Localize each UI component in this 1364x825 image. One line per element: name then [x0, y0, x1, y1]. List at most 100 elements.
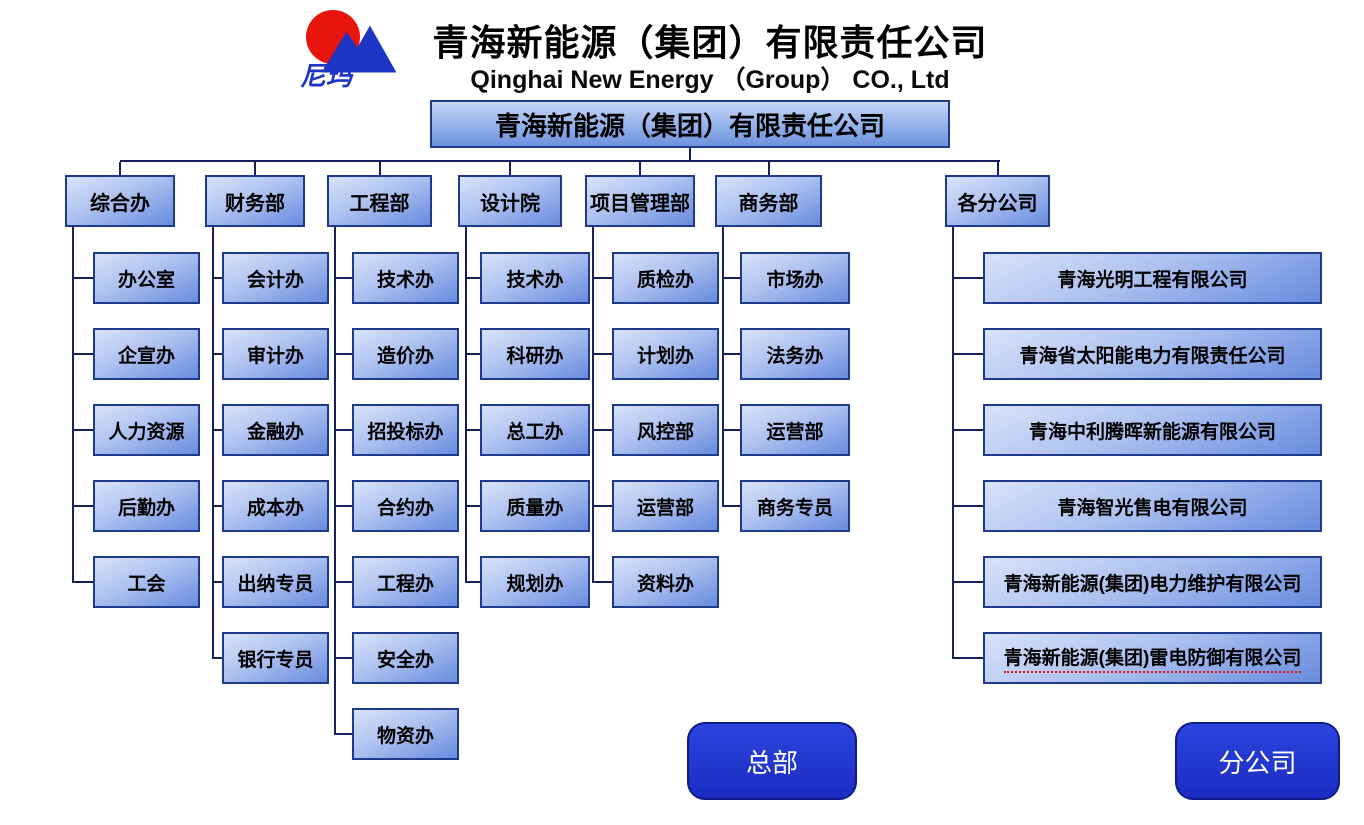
child-stub-line-6-2: [952, 429, 983, 431]
child-stub-line-3-1: [465, 353, 480, 355]
child-box-4-4-label: 资料办: [636, 573, 694, 595]
child-box-5-1: 法务办: [740, 328, 850, 380]
dept-box-1: 财务部: [205, 175, 305, 227]
dept-drop-line-4: [639, 162, 641, 175]
dept-drop-line-5: [767, 162, 770, 175]
child-stub-line-2-3: [334, 505, 352, 507]
dept-drop-line-0: [119, 162, 121, 175]
child-stub-line-0-0: [72, 277, 93, 279]
dept-drop-line-2: [378, 162, 381, 175]
child-box-4-3-label: 运营部: [636, 497, 694, 519]
child-box-4-1: 计划办: [612, 328, 719, 380]
child-box-3-1-label: 科研办: [506, 345, 564, 367]
dept-trunk-line-6: [952, 227, 954, 658]
child-stub-line-6-0: [952, 277, 983, 279]
child-stub-line-2-0: [334, 277, 352, 279]
child-box-2-0: 技术办: [352, 252, 459, 304]
child-stub-line-1-5: [212, 657, 222, 659]
child-stub-line-1-0: [212, 277, 222, 279]
child-box-4-2-label: 风控部: [636, 421, 694, 443]
child-box-3-4-label: 规划办: [506, 573, 564, 595]
child-box-0-2: 人力资源: [93, 404, 200, 456]
branch-company-box-6-5-label: 青海新能源(集团)雷电防御有限公司: [1003, 643, 1302, 673]
child-box-3-2: 总工办: [480, 404, 590, 456]
branch-company-box-6-1: 青海省太阳能电力有限责任公司: [983, 328, 1322, 380]
dept-drop-line-1: [254, 162, 256, 175]
dept-box-6: 各分公司: [945, 175, 1050, 227]
branch-company-box-6-2: 青海中利腾晖新能源有限公司: [983, 404, 1322, 456]
child-box-4-2: 风控部: [612, 404, 719, 456]
child-stub-line-6-5: [952, 657, 983, 659]
child-stub-line-2-2: [334, 429, 352, 431]
child-box-5-3-label: 商务专员: [756, 497, 833, 519]
branch-company-box-6-3: 青海智光售电有限公司: [983, 480, 1322, 532]
dept-drop-line-3: [509, 162, 511, 175]
child-stub-line-2-1: [334, 353, 352, 355]
dept-box-3-label: 设计院: [480, 192, 540, 215]
child-box-2-6: 物资办: [352, 708, 459, 760]
child-box-0-0: 办公室: [93, 252, 200, 304]
child-box-0-3-label: 后勤办: [117, 497, 175, 519]
legend-headquarters: 总部: [687, 722, 857, 800]
child-stub-line-5-3: [722, 505, 740, 507]
child-box-5-0-label: 市场办: [766, 269, 824, 291]
child-box-2-3-label: 合约办: [376, 497, 434, 519]
branch-company-box-6-0-label: 青海光明工程有限公司: [1057, 269, 1248, 291]
child-stub-line-4-0: [592, 277, 612, 279]
branch-company-box-6-2-label: 青海中利腾晖新能源有限公司: [1028, 421, 1276, 443]
child-box-5-2-label: 运营部: [766, 421, 824, 443]
child-box-4-0: 质检办: [612, 252, 719, 304]
child-box-2-5-label: 安全办: [376, 649, 434, 671]
dept-trunk-line-5: [722, 227, 724, 506]
branch-company-box-6-4-label: 青海新能源(集团)电力维护有限公司: [1003, 573, 1302, 595]
child-stub-line-0-2: [72, 429, 93, 431]
child-box-1-3-label: 成本办: [246, 497, 304, 519]
dept-box-0-label: 综合办: [90, 192, 150, 215]
branch-company-box-6-5: 青海新能源(集团)雷电防御有限公司: [983, 632, 1322, 684]
child-stub-line-0-3: [72, 505, 93, 507]
dept-drop-line-6: [996, 162, 999, 175]
dept-box-3: 设计院: [458, 175, 562, 227]
child-box-1-0-label: 会计办: [246, 269, 304, 291]
logo-mountain-icon: [321, 25, 397, 73]
child-box-0-1: 企宣办: [93, 328, 200, 380]
branch-company-box-6-3-label: 青海智光售电有限公司: [1057, 497, 1248, 519]
child-box-3-0-label: 技术办: [506, 269, 564, 291]
child-stub-line-5-1: [722, 353, 740, 355]
company-title-en: Qinghai New Energy （Group） CO., Ltd: [470, 66, 950, 94]
child-stub-line-1-3: [212, 505, 222, 507]
dept-box-4-label: 项目管理部: [590, 192, 690, 215]
dept-box-2-label: 工程部: [349, 192, 410, 215]
logo-text: 尼玛: [300, 61, 353, 91]
dept-box-4: 项目管理部: [585, 175, 695, 227]
child-stub-line-1-4: [212, 581, 222, 583]
branch-company-box-6-1-label: 青海省太阳能电力有限责任公司: [1019, 345, 1286, 367]
child-box-1-0: 会计办: [222, 252, 329, 304]
child-box-1-4-label: 出纳专员: [237, 573, 314, 595]
dept-box-2: 工程部: [327, 175, 432, 227]
dept-box-5: 商务部: [715, 175, 822, 227]
child-stub-line-3-2: [465, 429, 480, 431]
child-box-4-1-label: 计划办: [636, 345, 694, 367]
child-stub-line-5-2: [722, 429, 740, 431]
child-box-0-4-label: 工会: [127, 573, 166, 595]
child-stub-line-2-4: [334, 581, 352, 583]
child-stub-line-3-4: [465, 581, 480, 583]
legend-branch: 分公司: [1175, 722, 1340, 800]
child-box-3-3-label: 质量办: [506, 497, 564, 519]
child-box-5-0: 市场办: [740, 252, 850, 304]
child-stub-line-1-1: [212, 353, 222, 355]
child-box-0-4: 工会: [93, 556, 200, 608]
child-stub-line-6-1: [952, 353, 983, 355]
child-box-1-3: 成本办: [222, 480, 329, 532]
child-box-3-4: 规划办: [480, 556, 590, 608]
child-box-2-2-label: 招投标办: [367, 421, 444, 443]
child-box-1-1: 审计办: [222, 328, 329, 380]
child-box-2-1: 造价办: [352, 328, 459, 380]
child-stub-line-6-3: [952, 505, 983, 507]
bus-line: [120, 160, 1000, 162]
child-stub-line-4-3: [592, 505, 612, 507]
dept-trunk-line-0: [72, 227, 74, 582]
dept-box-1-label: 财务部: [225, 192, 285, 215]
